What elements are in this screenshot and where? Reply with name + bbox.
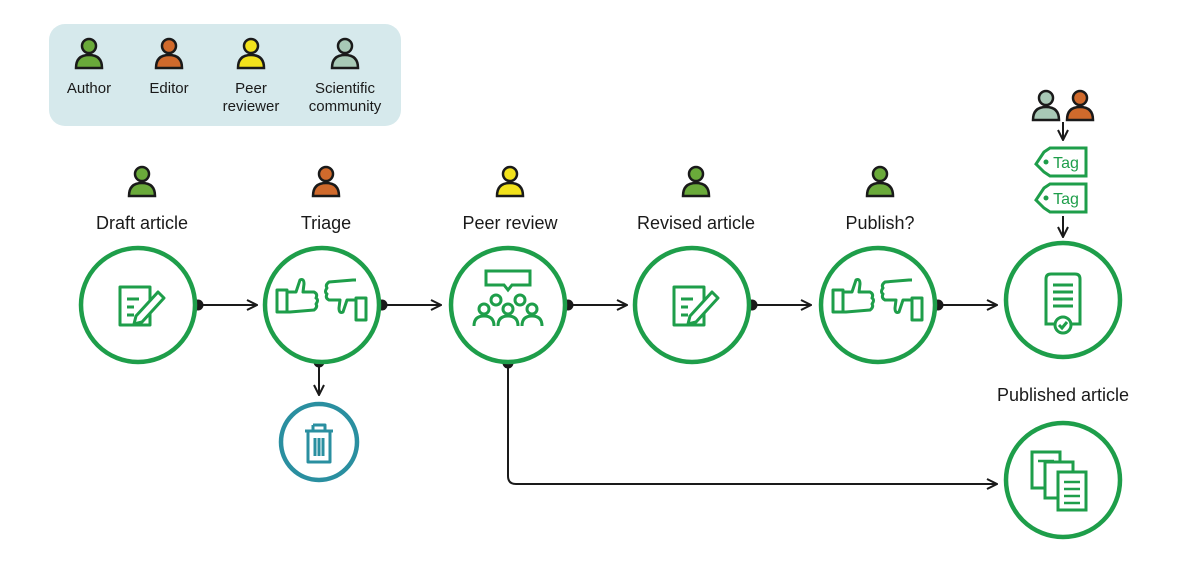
tag-label: Tag [1053, 155, 1079, 172]
trash-icon [305, 423, 333, 464]
legend-panel: Author Editor Peer reviewer Scientific c… [49, 24, 401, 126]
person-icon [236, 37, 266, 70]
person-icon-peer-review [495, 165, 525, 198]
person-icon [74, 37, 104, 70]
person-icon-publish [865, 165, 895, 198]
legend-label: reviewer [222, 98, 280, 115]
tag-icon [1034, 182, 1088, 214]
step-label-draft: Draft article [95, 213, 189, 233]
person-icon-draft [127, 165, 157, 198]
tag-icon [1034, 146, 1088, 178]
step-circle-triage [262, 245, 382, 365]
thumbs-up-down-icon [831, 278, 924, 322]
legend-label: Peer [235, 80, 267, 97]
thumbs-up-down-icon [275, 278, 368, 322]
tag-label: Tag [1053, 191, 1079, 208]
step-circle-draft [78, 245, 198, 365]
person-icon-triage [311, 165, 341, 198]
step-label-publish: Publish? [845, 213, 915, 233]
document-pencil-icon [672, 285, 720, 327]
step-label-peer-review: Peer review [462, 213, 558, 233]
group-discussion-icon [472, 269, 544, 327]
person-icon-community [1031, 89, 1061, 122]
document-stack-icon [1030, 450, 1088, 512]
legend-label: Editor [149, 80, 189, 97]
legend-label: community [308, 98, 382, 115]
legend-label: Author [66, 80, 112, 97]
step-label-triage: Triage [300, 213, 352, 233]
person-icon-editor [1065, 89, 1095, 122]
step-label-revised: Revised article [636, 213, 756, 233]
person-icon [330, 37, 360, 70]
connectors [198, 122, 1063, 484]
document-pencil-icon [118, 285, 166, 327]
legend-label: Scientific [314, 80, 376, 97]
person-icon [154, 37, 184, 70]
certified-document-icon [1044, 272, 1082, 335]
step-label-published: Published article [996, 385, 1130, 405]
step-circle-revised [632, 245, 752, 365]
person-icon-revised [681, 165, 711, 198]
arrow-review-published [507, 363, 997, 484]
step-circle-publish [818, 245, 938, 365]
